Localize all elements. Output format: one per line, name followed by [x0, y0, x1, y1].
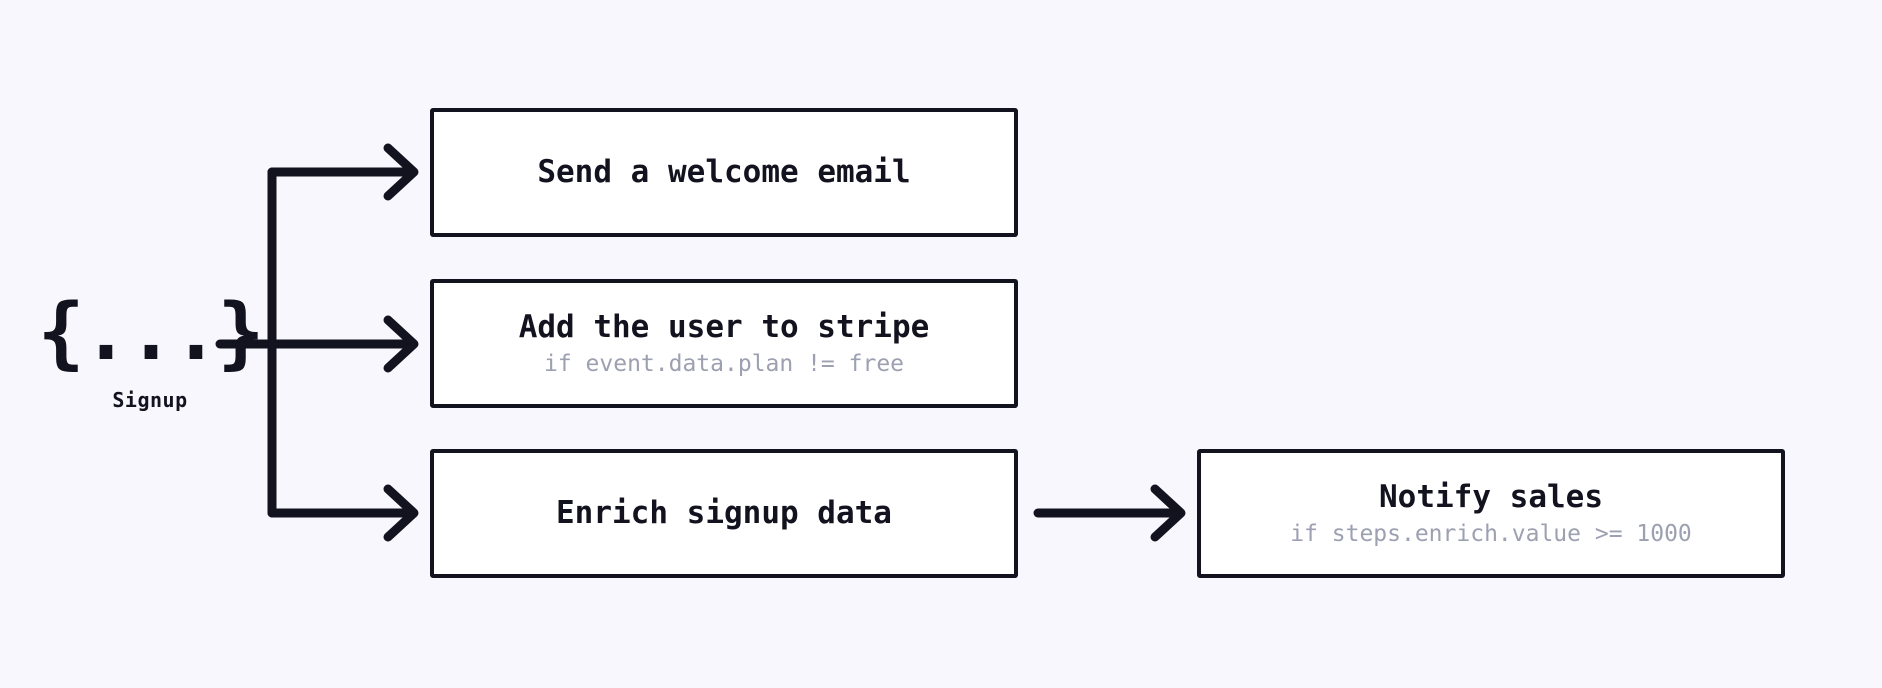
step-box-send-welcome-email[interactable]: Send a welcome email — [430, 108, 1018, 237]
step-condition: if event.data.plan != free — [543, 350, 905, 377]
step-box-enrich-signup-data[interactable]: Enrich signup data — [430, 449, 1018, 578]
edge-trigger-to-enrich-arrowhead — [383, 484, 419, 542]
edge-trigger-to-stripe-arrowhead — [383, 315, 419, 373]
trigger-node[interactable]: {...} Signup — [38, 294, 265, 412]
step-condition: if steps.enrich.value >= 1000 — [1290, 520, 1692, 547]
trigger-label: Signup — [112, 388, 188, 412]
step-title: Enrich signup data — [556, 494, 892, 531]
step-box-add-user-to-stripe[interactable]: Add the user to stripe if event.data.pla… — [430, 279, 1018, 408]
step-title: Notify sales — [1379, 478, 1603, 515]
edge-enrich-to-notify-sales-arrowhead — [1150, 484, 1186, 542]
step-title: Send a welcome email — [537, 153, 911, 190]
step-title: Add the user to stripe — [518, 308, 930, 345]
step-box-notify-sales[interactable]: Notify sales if steps.enrich.value >= 10… — [1197, 449, 1785, 578]
edge-trigger-to-welcome-email-arrowhead — [383, 143, 419, 201]
json-braces-icon: {...} — [37, 288, 265, 378]
